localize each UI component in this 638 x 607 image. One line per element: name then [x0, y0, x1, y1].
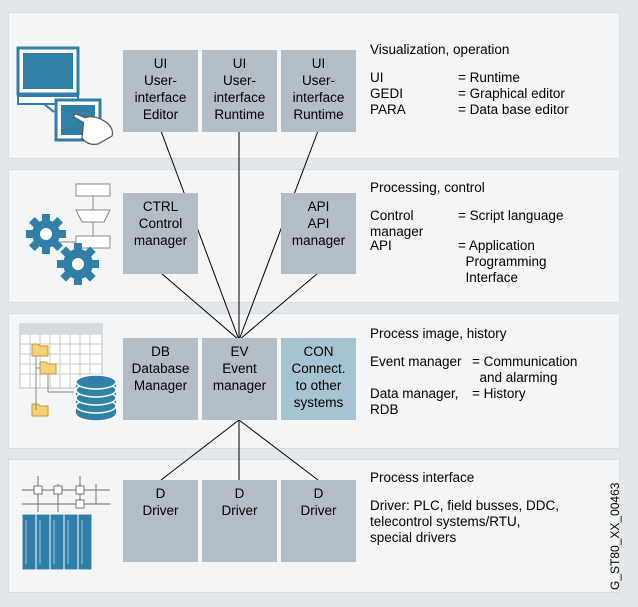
computer-touch-icon: [16, 46, 113, 145]
gears-icon: [26, 183, 111, 285]
entry-value: = Application Programming Interface: [458, 238, 547, 285]
entry-value: = Communication and alarming: [472, 354, 578, 385]
line-driver-1: [160, 419, 240, 481]
database-icon: [19, 323, 117, 422]
entry-key: Event manager: [370, 354, 462, 369]
desc-process-image: Process image, history Event manager = Co…: [370, 326, 615, 418]
line-ui-editor: [160, 130, 240, 341]
line-ctrl: [160, 272, 240, 341]
desc-visualization: Visualization, operation UI = Runtime GED…: [370, 42, 610, 118]
image-id-label: G_ST80_XX_00463: [608, 482, 622, 590]
entry-key: Control manager: [370, 208, 424, 239]
driver-description: Driver: PLC, field busses, DDC, telecont…: [370, 498, 560, 545]
heading-process-image: Process image, history: [370, 326, 507, 341]
entry-value: = Runtime: [458, 70, 520, 85]
entry-key: API: [370, 238, 392, 253]
entry-key: GEDI: [370, 86, 404, 101]
entry-key: PARA: [370, 102, 406, 117]
entry-value: = Graphical editor: [458, 86, 565, 101]
line-driver-3: [238, 419, 319, 481]
heading-visualization: Visualization, operation: [370, 42, 510, 57]
entry-value: = Script language: [458, 208, 564, 223]
line-api: [238, 272, 319, 341]
heading-processing: Processing, control: [370, 180, 485, 195]
entry-value: = Data base editor: [458, 102, 569, 117]
entry-key: UI: [370, 70, 384, 85]
desc-process-interface: Process interface Driver: PLC, field bus…: [370, 470, 610, 546]
entry-key: Data manager, RDB: [370, 386, 459, 417]
plc-rack-icon: [21, 476, 110, 571]
entry-value: = History: [472, 386, 526, 401]
heading-process-interface: Process interface: [370, 470, 475, 485]
desc-processing: Processing, control Control manager = Scr…: [370, 180, 610, 286]
line-ui-runtime-2: [238, 130, 319, 341]
